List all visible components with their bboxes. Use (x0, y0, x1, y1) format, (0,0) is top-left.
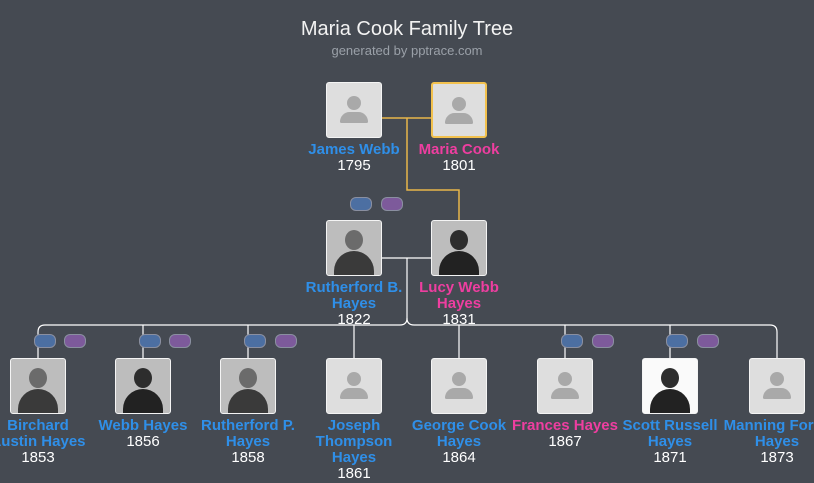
person-placeholder-icon (431, 358, 487, 414)
expand-pill-icon[interactable] (64, 334, 86, 348)
person-birth-year: 1831 (442, 311, 476, 328)
expand-pill-icon[interactable] (561, 334, 583, 348)
expand-pill-icon[interactable] (592, 334, 614, 348)
person-birth-year: 1856 (126, 433, 160, 450)
person-placeholder-icon (537, 358, 593, 414)
portrait-photo (220, 358, 276, 414)
person-card-george-cook-hayes[interactable]: George Cook Hayes 1864 (405, 358, 513, 466)
expand-pill-icon[interactable] (34, 334, 56, 348)
descent-line-left (37, 258, 408, 358)
expand-pill-icon[interactable] (169, 334, 191, 348)
person-card-webb-hayes[interactable]: Webb Hayes 1856 (89, 358, 197, 450)
person-birth-year: 1801 (442, 157, 476, 174)
person-birth-year: 1871 (653, 449, 687, 466)
person-card-rutherford-b-hayes[interactable]: Rutherford B. Hayes 1822 (300, 220, 408, 328)
person-name: James Webb (308, 141, 400, 158)
person-birth-year: 1864 (442, 449, 476, 466)
person-name: Birchard Austin Hayes (0, 417, 86, 450)
descent-line-right (406, 317, 778, 358)
person-name: Manning Force Hayes (723, 417, 814, 450)
person-card-maria-cook[interactable]: Maria Cook 1801 (405, 82, 513, 174)
portrait-photo (10, 358, 66, 414)
person-placeholder-icon (749, 358, 805, 414)
portrait-photo (642, 358, 698, 414)
person-card-james-webb[interactable]: James Webb 1795 (300, 82, 408, 174)
person-birth-year: 1795 (337, 157, 371, 174)
expand-pill-icon[interactable] (139, 334, 161, 348)
person-card-frances-hayes[interactable]: Frances Hayes 1867 (511, 358, 619, 450)
person-card-joseph-thompson-hayes[interactable]: Joseph Thompson Hayes 1861 (300, 358, 408, 482)
person-card-lucy-webb-hayes[interactable]: Lucy Webb Hayes 1831 (405, 220, 513, 328)
person-card-manning-force-hayes[interactable]: Manning Force Hayes 1873 (723, 358, 814, 466)
person-name: Rutherford B. Hayes (305, 279, 403, 312)
expand-pill-icon[interactable] (697, 334, 719, 348)
person-name: Joseph Thompson Hayes (315, 417, 393, 466)
person-birth-year: 1861 (337, 465, 371, 482)
person-birth-year: 1873 (760, 449, 794, 466)
person-birth-year: 1858 (231, 449, 265, 466)
expand-pill-icon[interactable] (275, 334, 297, 348)
child-drops (142, 325, 671, 358)
page-title: Maria Cook Family Tree (300, 18, 514, 40)
descent-line-grandparents (406, 118, 460, 222)
person-name: Maria Cook (418, 141, 500, 158)
person-name: Frances Hayes (512, 417, 618, 434)
portrait-photo (326, 220, 382, 276)
portrait-photo (115, 358, 171, 414)
person-placeholder-icon (431, 82, 487, 138)
person-placeholder-icon (326, 358, 382, 414)
person-card-birchard-austin-hayes[interactable]: Birchard Austin Hayes 1853 (0, 358, 92, 466)
portrait-photo (431, 220, 487, 276)
person-card-scott-russell-hayes[interactable]: Scott Russell Hayes 1871 (616, 358, 724, 466)
person-birth-year: 1853 (21, 449, 55, 466)
person-birth-year: 1822 (337, 311, 371, 328)
expand-pill-icon[interactable] (350, 197, 372, 211)
person-name: George Cook Hayes (411, 417, 507, 450)
expand-pill-icon[interactable] (381, 197, 403, 211)
person-name: Rutherford P. Hayes (201, 417, 295, 450)
person-placeholder-icon (326, 82, 382, 138)
person-card-rutherford-p-hayes[interactable]: Rutherford P. Hayes 1858 (194, 358, 302, 466)
page-subtitle: generated by pptrace.com (331, 43, 483, 58)
person-birth-year: 1867 (548, 433, 582, 450)
person-name: Lucy Webb Hayes (419, 279, 499, 312)
expand-pill-icon[interactable] (666, 334, 688, 348)
expand-pill-icon[interactable] (244, 334, 266, 348)
person-name: Webb Hayes (98, 417, 188, 434)
person-name: Scott Russell Hayes (622, 417, 718, 450)
